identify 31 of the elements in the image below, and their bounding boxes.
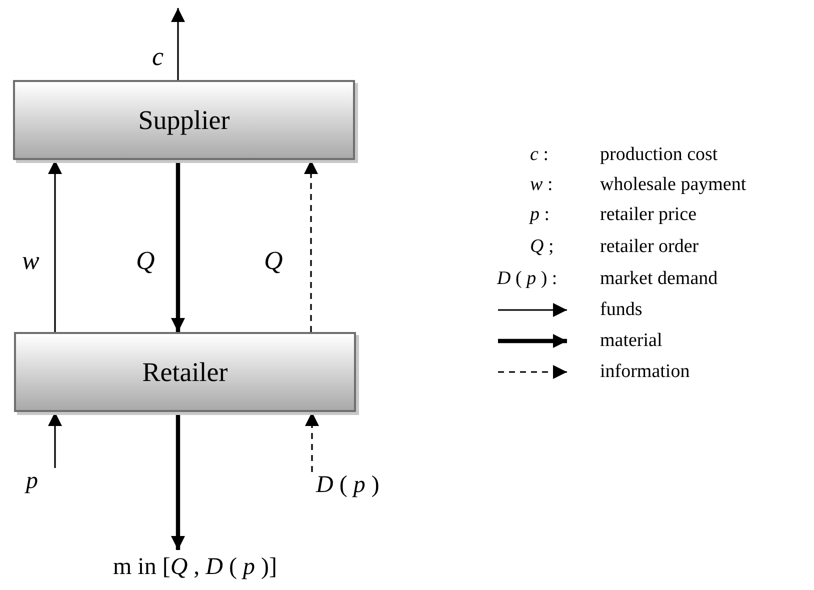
edge-label: Q bbox=[264, 248, 283, 274]
arrow bbox=[48, 412, 62, 468]
output-text: m in [Q , D ( p )] bbox=[113, 554, 277, 580]
symbol-text: c : bbox=[530, 145, 548, 164]
arrow bbox=[171, 8, 185, 80]
arrow bbox=[171, 160, 185, 332]
legend-text: information bbox=[600, 362, 690, 381]
dashed-arrow bbox=[304, 160, 318, 332]
symbol-text: Q ; bbox=[530, 237, 554, 256]
arrow bbox=[48, 160, 62, 332]
box-label: Supplier bbox=[138, 104, 230, 136]
symbol-text: w : bbox=[530, 175, 553, 194]
arrow bbox=[171, 412, 185, 550]
legend-text: material bbox=[600, 331, 662, 350]
legend-text: funds bbox=[600, 300, 642, 319]
edge-label: c bbox=[152, 44, 164, 70]
symbol-text: D ( p ) : bbox=[497, 269, 558, 288]
definition-text: market demand bbox=[600, 269, 718, 288]
edge-label: Q bbox=[136, 248, 155, 274]
edge-label: w bbox=[22, 248, 40, 274]
variable-text: D ( p ) bbox=[316, 472, 380, 498]
process-box bbox=[13, 80, 355, 160]
definition-text: retailer order bbox=[600, 237, 699, 256]
variable-text: p bbox=[26, 468, 38, 494]
definition-text: wholesale payment bbox=[600, 175, 746, 194]
process-box bbox=[14, 332, 356, 412]
dashed-arrow bbox=[305, 412, 319, 472]
definition-text: production cost bbox=[600, 145, 718, 164]
box-label: Retailer bbox=[142, 356, 228, 388]
definition-text: retailer price bbox=[600, 205, 697, 224]
symbol-text: p : bbox=[530, 205, 550, 224]
